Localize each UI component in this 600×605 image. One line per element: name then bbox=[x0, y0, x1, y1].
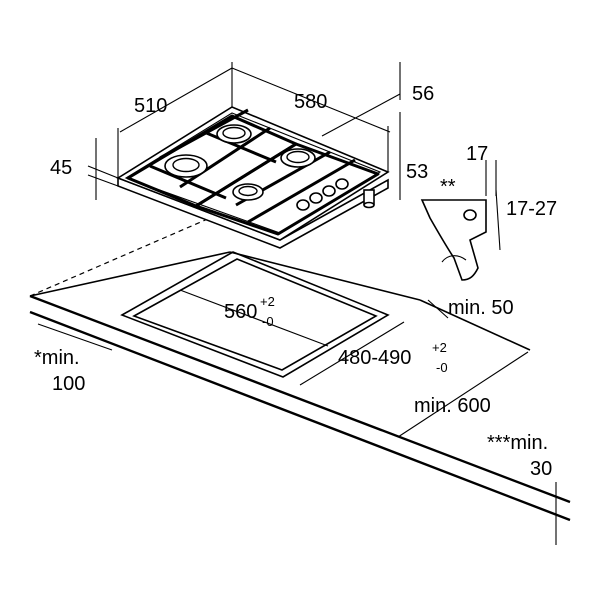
burner-rear-left bbox=[216, 124, 252, 144]
side-distance-line2: 30 bbox=[530, 458, 552, 480]
burner-rear-right bbox=[280, 148, 316, 168]
cutout-depth-label: 480-490 +2 -0 bbox=[338, 340, 448, 375]
clip-depth-label: 17 bbox=[466, 143, 488, 165]
cutout-width-base: 560 bbox=[224, 301, 257, 323]
side-distance-line1: ***min. bbox=[487, 432, 548, 454]
cutout-depth-tol-plus: +2 bbox=[432, 340, 447, 355]
burners bbox=[164, 124, 316, 201]
front-distance-line2: 100 bbox=[52, 373, 85, 395]
cutout-width-tol-plus: +2 bbox=[260, 294, 275, 309]
cutout-width-label: 560 +2 -0 bbox=[224, 294, 275, 329]
depth-label: 580 bbox=[294, 91, 327, 113]
cutout-depth-tol-minus: -0 bbox=[436, 360, 448, 375]
rear-distance-label: min. 50 bbox=[448, 297, 514, 319]
burner-front-right bbox=[232, 183, 264, 201]
fixing-clip-detail bbox=[420, 160, 501, 281]
worktop bbox=[29, 217, 571, 522]
cutout-width-tol-minus: -0 bbox=[262, 314, 274, 329]
cutout-depth-base: 480-490 bbox=[338, 347, 411, 369]
gas-hob bbox=[116, 106, 390, 249]
rear-height-label: 53 bbox=[406, 161, 428, 183]
worktop-depth-label: min. 600 bbox=[414, 395, 491, 417]
clip-note-label: ** bbox=[440, 176, 456, 198]
gas-connection bbox=[363, 189, 375, 209]
burner-front-left bbox=[164, 154, 208, 178]
top-offset-label: 56 bbox=[412, 83, 434, 105]
front-distance-line1: *min. bbox=[34, 347, 80, 369]
width-label: 510 bbox=[134, 95, 167, 117]
control-knobs bbox=[296, 178, 349, 211]
worktop-thickness-label: 17-27 bbox=[506, 198, 557, 220]
worktop-cutout bbox=[120, 251, 390, 378]
dimension-labels: 510 580 56 45 53 17 17-27 ** 560 +2 -0 4… bbox=[34, 83, 557, 480]
height-label: 45 bbox=[50, 157, 72, 179]
dimension-lines bbox=[37, 62, 557, 545]
